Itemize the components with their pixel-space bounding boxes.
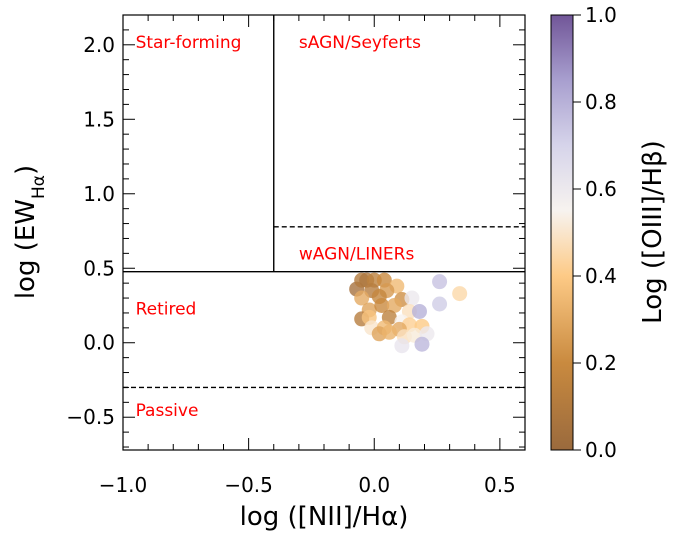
y-tick-label: 1.0 [83, 182, 115, 206]
colorbar-tick-label: 0.2 [585, 351, 617, 375]
region-label: Retired [136, 299, 197, 319]
scatter-point [404, 290, 420, 306]
scatter-point [411, 303, 427, 319]
colorbar-ticks: 0.0 0.2 0.4 0.6 0.8 1.0 [573, 3, 617, 462]
scatter-point [432, 296, 448, 312]
colorbar-tick-label: 1.0 [585, 3, 617, 27]
y-axis-label-main: log (EW [11, 199, 41, 299]
scatter-point [386, 297, 402, 313]
y-axis-label-sub: Hα [29, 175, 49, 199]
y-axis-label: log (EWHα) [11, 165, 49, 299]
region-label: Passive [136, 401, 199, 421]
y-axis-label-close: ) [11, 165, 41, 175]
x-axis-label: log ([NII]/Hα) [240, 502, 409, 532]
scatter-point [394, 338, 410, 354]
scatter-point [374, 297, 390, 313]
x-tick-label: −0.5 [224, 473, 273, 497]
scatter-points [349, 272, 468, 354]
y-tick-label: 2.0 [83, 33, 115, 57]
x-tick-label: 0.5 [484, 473, 516, 497]
scatter-point [414, 336, 430, 352]
x-tick-label: 0.0 [358, 473, 390, 497]
region-label: sAGN/Seyferts [299, 33, 421, 53]
scatter-point [354, 290, 370, 306]
region-boundaries [123, 15, 525, 389]
y-tick-label: 0.5 [83, 256, 115, 280]
x-axis-ticks: −1.0 −0.5 0.0 0.5 [99, 15, 526, 497]
region-label: wAGN/LINERs [299, 244, 415, 264]
colorbar-tick-label: 0.4 [585, 264, 617, 288]
scatter-point [432, 274, 448, 290]
scatter-point [381, 324, 397, 340]
y-tick-label: 0.0 [83, 331, 115, 355]
colorbar-tick-label: 0.8 [585, 90, 617, 114]
y-tick-label: 1.5 [83, 107, 115, 131]
colorbar-tick-label: 0.0 [585, 438, 617, 462]
colorbar-tick-label: 0.6 [585, 177, 617, 201]
colorbar-label: Log ([OIII]/Hβ) [638, 140, 668, 324]
colorbar [550, 14, 574, 451]
scatter-point [452, 286, 468, 302]
region-label: Star-forming [136, 33, 242, 53]
y-tick-label: −0.5 [66, 405, 115, 429]
x-tick-label: −1.0 [99, 473, 148, 497]
y-axis-ticks: −0.5 0.0 0.5 1.0 1.5 2.0 [66, 14, 525, 448]
plot-frame [122, 14, 526, 451]
region-labels: Star-forming sAGN/Seyferts wAGN/LINERsReti… [136, 33, 422, 421]
